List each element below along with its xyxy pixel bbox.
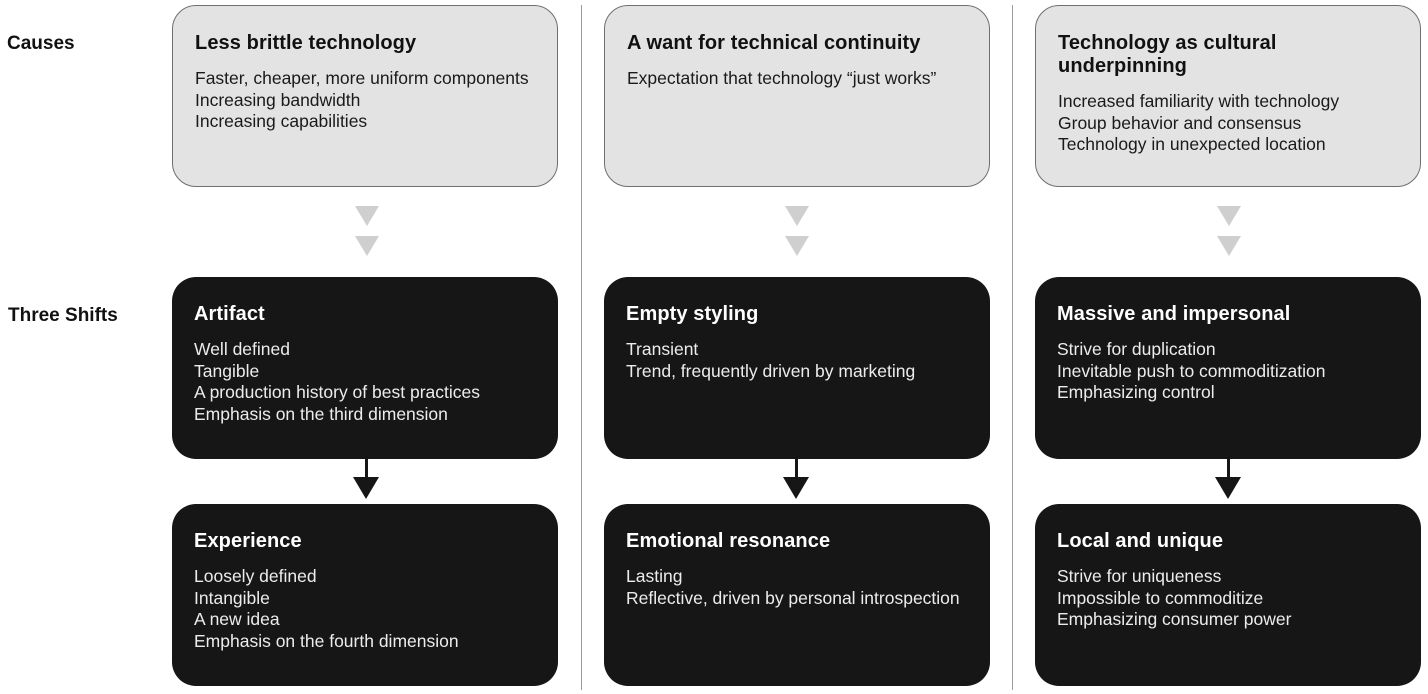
shift-from-box-1: Artifact Well defined Tangible A product… xyxy=(172,277,558,459)
cause-title: Less brittle technology xyxy=(195,32,417,54)
shift-to-box-2: Emotional resonance Lasting Reflective, … xyxy=(604,504,990,686)
shift-from-box-2: Empty styling Transient Trend, frequentl… xyxy=(604,277,990,459)
cause-line: Faster, cheaper, more uniform components xyxy=(195,68,529,88)
shift-to-line: Reflective, driven by personal introspec… xyxy=(626,587,960,608)
down-triangle-icon xyxy=(785,206,809,226)
arrow-stem xyxy=(795,459,798,479)
shift-from-line: Inevitable push to commoditization xyxy=(1057,360,1326,381)
three-shifts-row-label: Three Shifts xyxy=(8,305,118,326)
shift-from-line: Tangible xyxy=(194,360,260,381)
shift-to-title: Emotional resonance xyxy=(626,530,831,552)
cause-title: A want for technical continuity xyxy=(627,32,921,54)
down-arrow-icon xyxy=(353,477,379,499)
shift-to-line: Emphasis on the fourth dimension xyxy=(194,630,459,651)
shift-from-box-3: Massive and impersonal Strive for duplic… xyxy=(1035,277,1421,459)
shift-from-line: A production history of best practices xyxy=(194,382,480,402)
cause-line: Technology in unexpected location xyxy=(1058,134,1326,154)
column-divider xyxy=(1012,5,1013,690)
shift-to-line: Impossible to commoditize xyxy=(1057,587,1264,608)
shift-from-title: Artifact xyxy=(194,303,265,325)
shift-to-title: Local and unique xyxy=(1057,530,1224,552)
cause-line: Increasing capabilities xyxy=(195,111,368,131)
cause-line: Increased familiarity with technology xyxy=(1058,91,1340,111)
shift-to-box-3: Local and unique Strive for uniqueness I… xyxy=(1035,504,1421,686)
down-arrow-icon xyxy=(783,477,809,499)
shift-to-line: Lasting xyxy=(626,566,683,586)
causes-row-label: Causes xyxy=(7,33,75,54)
shift-to-line: Loosely defined xyxy=(194,566,317,586)
cause-title: Technology as cultural underpinning xyxy=(1058,32,1277,77)
shift-from-line: Emphasizing control xyxy=(1057,382,1215,402)
cause-line: Expectation that technology “just works” xyxy=(627,68,937,88)
cause-box-1: Less brittle technology Faster, cheaper,… xyxy=(172,5,558,187)
shift-to-box-1: Experience Loosely defined Intangible A … xyxy=(172,504,558,686)
down-triangle-icon xyxy=(355,236,379,256)
cause-box-2: A want for technical continuity Expectat… xyxy=(604,5,990,187)
shift-from-line: Emphasis on the third dimension xyxy=(194,403,448,424)
shift-to-line: Intangible xyxy=(194,587,270,608)
cause-line: Group behavior and consensus xyxy=(1058,112,1302,133)
down-triangle-icon xyxy=(355,206,379,226)
shift-from-line: Transient xyxy=(626,339,699,359)
shift-to-title: Experience xyxy=(194,530,302,552)
cause-box-3: Technology as cultural underpinning Incr… xyxy=(1035,5,1421,187)
shift-from-title: Massive and impersonal xyxy=(1057,303,1291,325)
shift-from-line: Strive for duplication xyxy=(1057,339,1216,359)
shift-from-line: Trend, frequently driven by marketing xyxy=(626,360,916,381)
down-triangle-icon xyxy=(1217,206,1241,226)
down-triangle-icon xyxy=(1217,236,1241,256)
cause-line: Increasing bandwidth xyxy=(195,89,361,110)
shift-to-line: A new idea xyxy=(194,609,280,629)
shift-to-line: Strive for uniqueness xyxy=(1057,566,1222,586)
shift-to-line: Emphasizing consumer power xyxy=(1057,609,1292,629)
arrow-stem xyxy=(365,459,368,479)
shift-from-line: Well defined xyxy=(194,339,290,359)
column-divider xyxy=(581,5,582,690)
down-arrow-icon xyxy=(1215,477,1241,499)
down-triangle-icon xyxy=(785,236,809,256)
shift-from-title: Empty styling xyxy=(626,303,759,325)
arrow-stem xyxy=(1227,459,1230,479)
